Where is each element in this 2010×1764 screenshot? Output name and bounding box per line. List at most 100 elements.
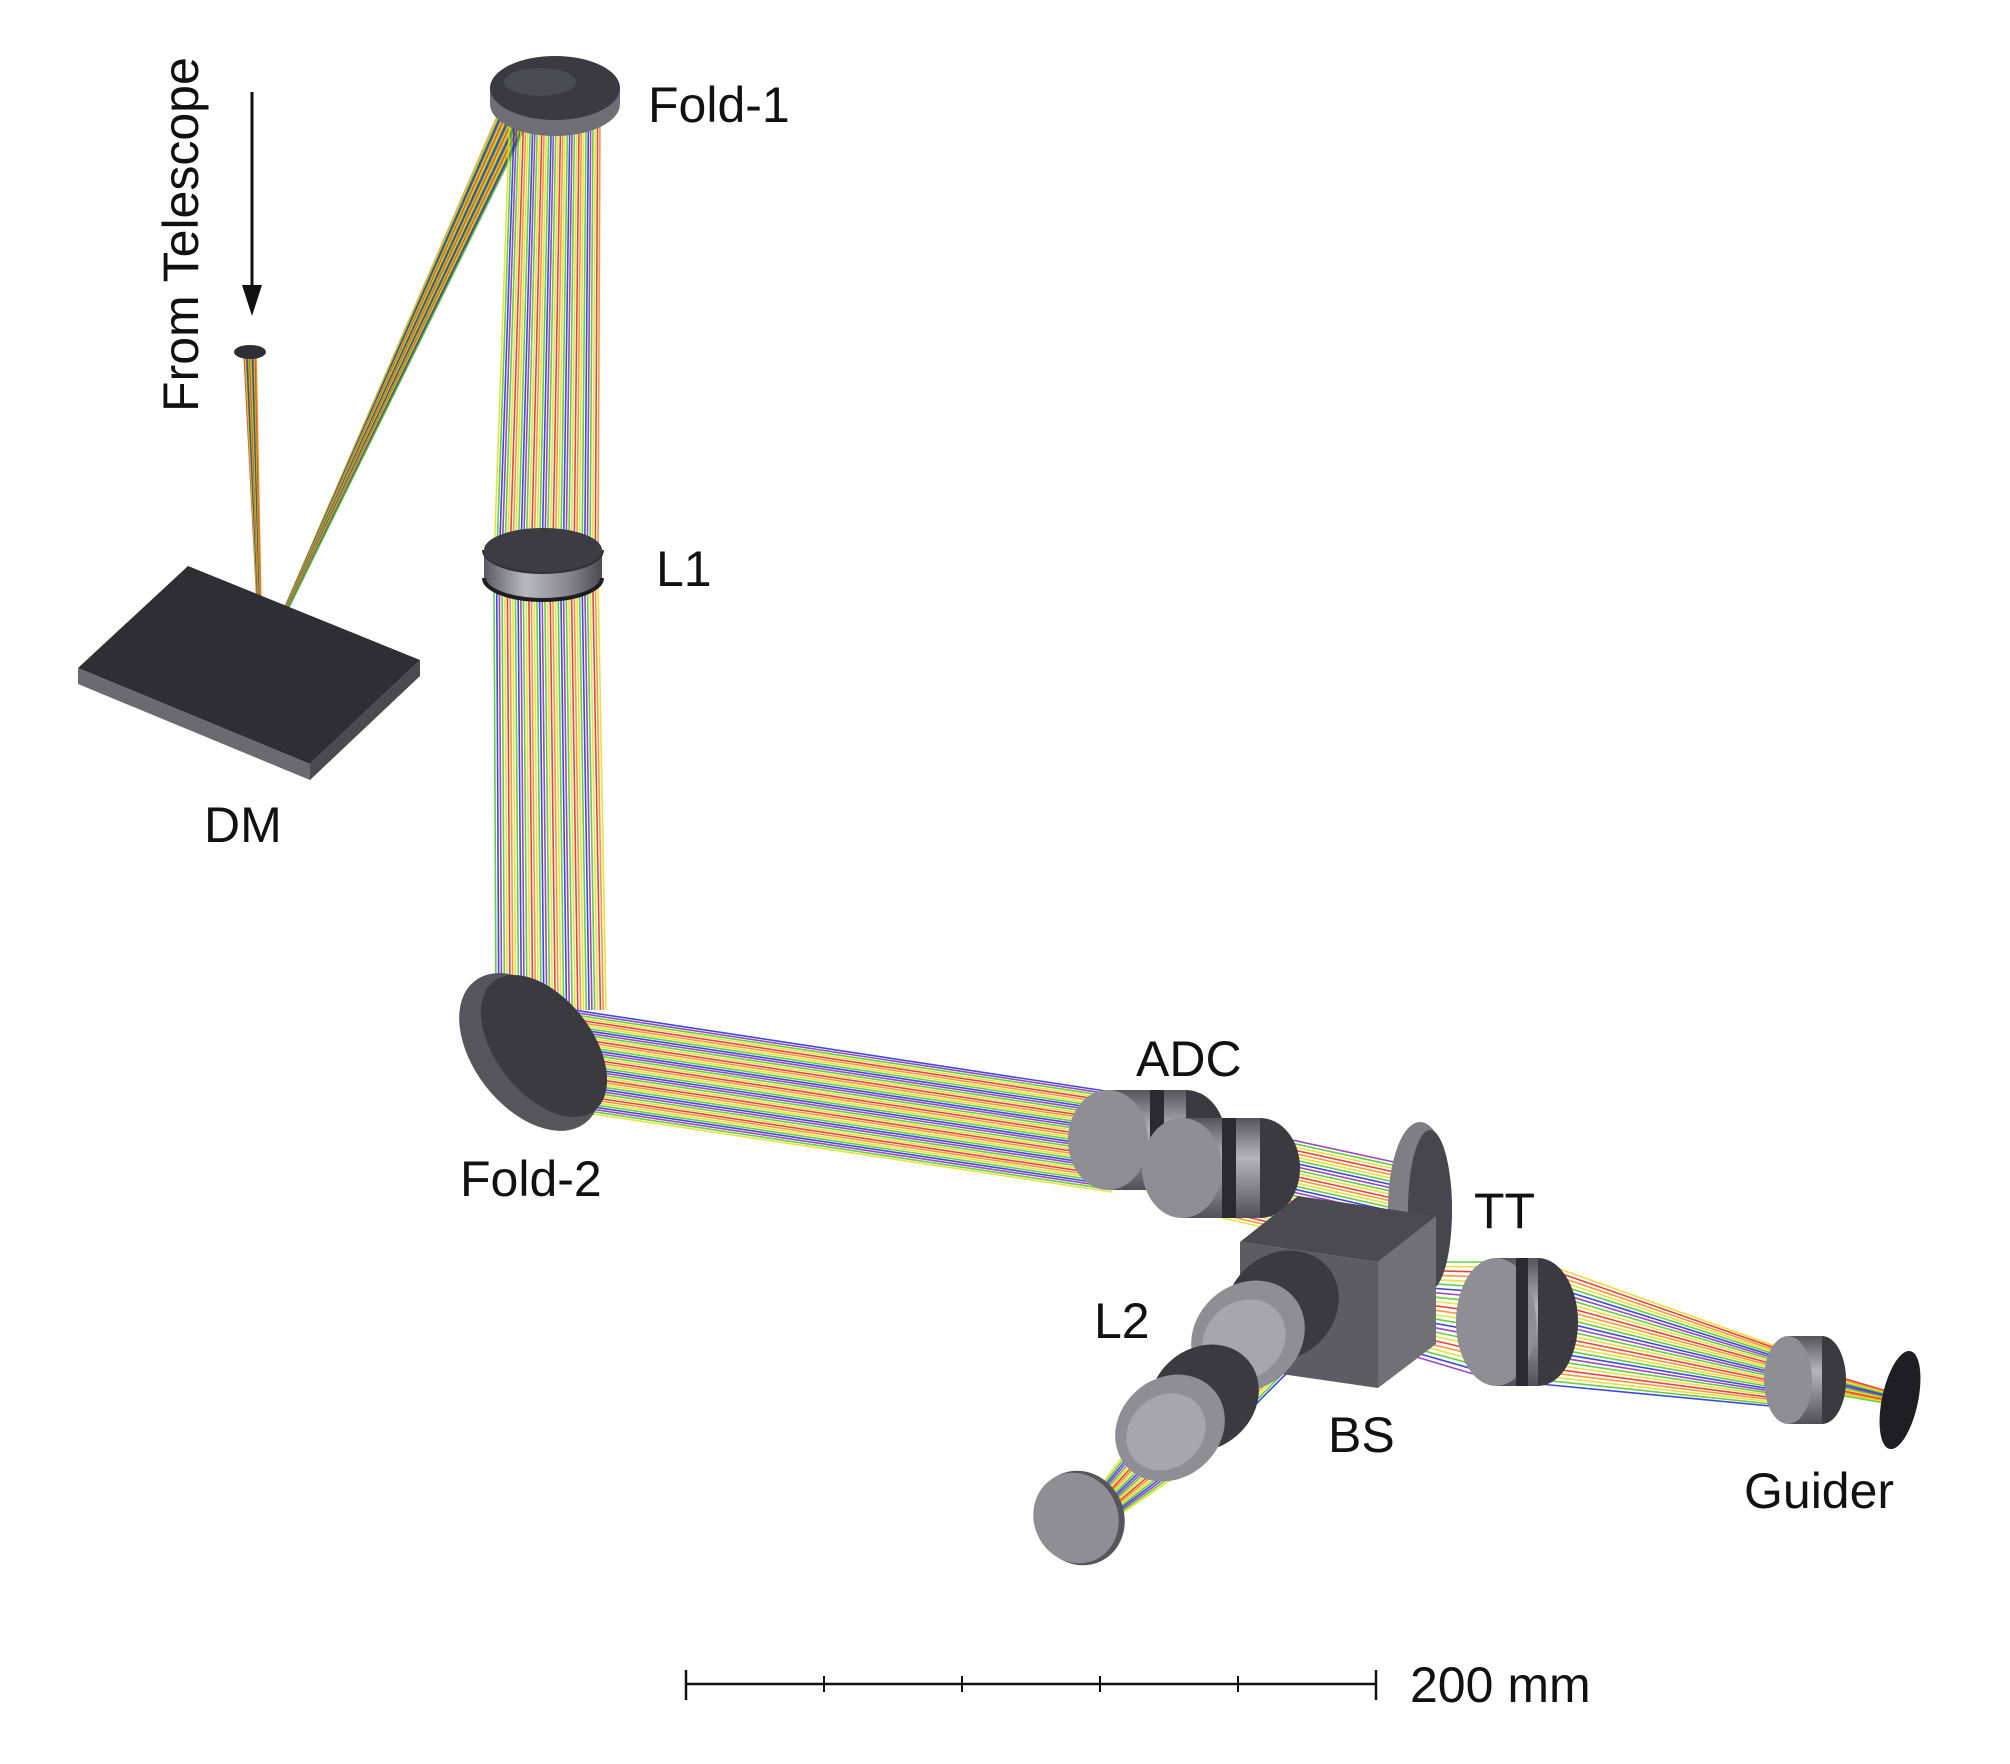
ray bbox=[533, 111, 546, 561]
ray bbox=[1539, 1341, 1793, 1390]
ray bbox=[574, 1103, 1113, 1186]
ray bbox=[522, 111, 537, 561]
ray bbox=[553, 1069, 1113, 1156]
ray bbox=[549, 111, 560, 561]
l2-lens-1 bbox=[1191, 1250, 1339, 1392]
ray bbox=[591, 577, 602, 1011]
ray bbox=[511, 577, 517, 1011]
ray bbox=[1539, 1294, 1793, 1369]
ray bbox=[541, 1051, 1113, 1140]
label-dm: DM bbox=[204, 797, 282, 853]
l1-lens bbox=[482, 528, 604, 602]
ray bbox=[493, 111, 511, 561]
ray bbox=[527, 577, 534, 1011]
ray bbox=[564, 1087, 1113, 1172]
ray bbox=[557, 577, 565, 1011]
ray bbox=[535, 111, 548, 561]
ray bbox=[551, 1066, 1113, 1154]
ray bbox=[538, 577, 545, 1011]
ray bbox=[558, 1077, 1113, 1163]
ray bbox=[522, 577, 528, 1011]
ray bbox=[578, 111, 585, 561]
ray bbox=[1539, 1336, 1793, 1388]
ray bbox=[538, 111, 550, 561]
ray bbox=[575, 577, 585, 1011]
ray bbox=[557, 111, 567, 561]
ray bbox=[1539, 1374, 1793, 1405]
ray bbox=[522, 1022, 1113, 1114]
ray bbox=[516, 1012, 1113, 1105]
ray bbox=[519, 111, 534, 561]
ray bbox=[537, 1046, 1113, 1135]
ray bbox=[506, 577, 511, 1011]
ray bbox=[556, 1074, 1113, 1161]
ray-bundles bbox=[243, 109, 1891, 1521]
ray bbox=[544, 1056, 1113, 1144]
ray bbox=[594, 577, 604, 1011]
guider-lens bbox=[1764, 1336, 1846, 1424]
ray bbox=[575, 111, 583, 561]
ray bbox=[586, 577, 596, 1011]
ray bbox=[554, 577, 562, 1011]
ray bbox=[1539, 1315, 1793, 1378]
ray bbox=[561, 1082, 1113, 1168]
ray bbox=[531, 1035, 1113, 1126]
scale-bar: 200 mm bbox=[684, 1657, 1591, 1713]
ray bbox=[509, 577, 514, 1011]
ray bbox=[591, 111, 597, 561]
ray bbox=[551, 577, 559, 1011]
ray bbox=[1539, 1261, 1793, 1353]
ray bbox=[597, 111, 601, 561]
ray bbox=[546, 577, 554, 1011]
ray bbox=[514, 111, 530, 561]
ray bbox=[514, 577, 520, 1011]
input-focus-element bbox=[234, 345, 266, 359]
ray bbox=[559, 1079, 1113, 1165]
ray bbox=[568, 1093, 1113, 1177]
ray bbox=[525, 577, 531, 1011]
ray bbox=[565, 111, 574, 561]
ray bbox=[546, 1059, 1113, 1147]
ray bbox=[563, 1085, 1113, 1170]
ray bbox=[562, 577, 571, 1011]
ray bbox=[506, 111, 523, 561]
label-guider: Guider bbox=[1744, 1463, 1894, 1519]
ray bbox=[534, 1040, 1113, 1130]
ray bbox=[543, 577, 551, 1011]
ray bbox=[1539, 1290, 1793, 1367]
ray bbox=[541, 111, 553, 561]
ray bbox=[554, 1072, 1113, 1158]
ray bbox=[583, 577, 593, 1011]
ray bbox=[571, 1098, 1113, 1182]
ray bbox=[1539, 1366, 1793, 1402]
telescope-arrow bbox=[242, 92, 262, 316]
ray bbox=[539, 1048, 1113, 1137]
ray bbox=[548, 1061, 1113, 1149]
ray bbox=[1539, 1358, 1793, 1398]
ray bbox=[529, 1033, 1113, 1123]
ray bbox=[1539, 1273, 1793, 1359]
ray bbox=[1539, 1278, 1793, 1361]
ray bbox=[512, 1007, 1113, 1100]
ray bbox=[586, 111, 592, 561]
ray bbox=[559, 111, 569, 561]
ray bbox=[1539, 1282, 1793, 1363]
science-detector bbox=[1033, 1470, 1125, 1566]
ray bbox=[1539, 1299, 1793, 1371]
ray bbox=[509, 111, 525, 561]
ray bbox=[566, 1090, 1113, 1175]
ray bbox=[1539, 1303, 1793, 1373]
ray bbox=[1539, 1328, 1793, 1384]
ray bbox=[1539, 1349, 1793, 1394]
scale-bar-label: 200 mm bbox=[1410, 1657, 1591, 1713]
ray bbox=[530, 577, 537, 1011]
ray bbox=[524, 1025, 1113, 1117]
ray bbox=[526, 1027, 1113, 1119]
ray bbox=[1539, 1269, 1793, 1357]
dm-mirror bbox=[78, 566, 420, 780]
ray bbox=[579, 1111, 1113, 1193]
ray bbox=[1539, 1307, 1793, 1374]
ray bbox=[573, 1100, 1113, 1184]
l2-lens-2 bbox=[1115, 1344, 1259, 1482]
